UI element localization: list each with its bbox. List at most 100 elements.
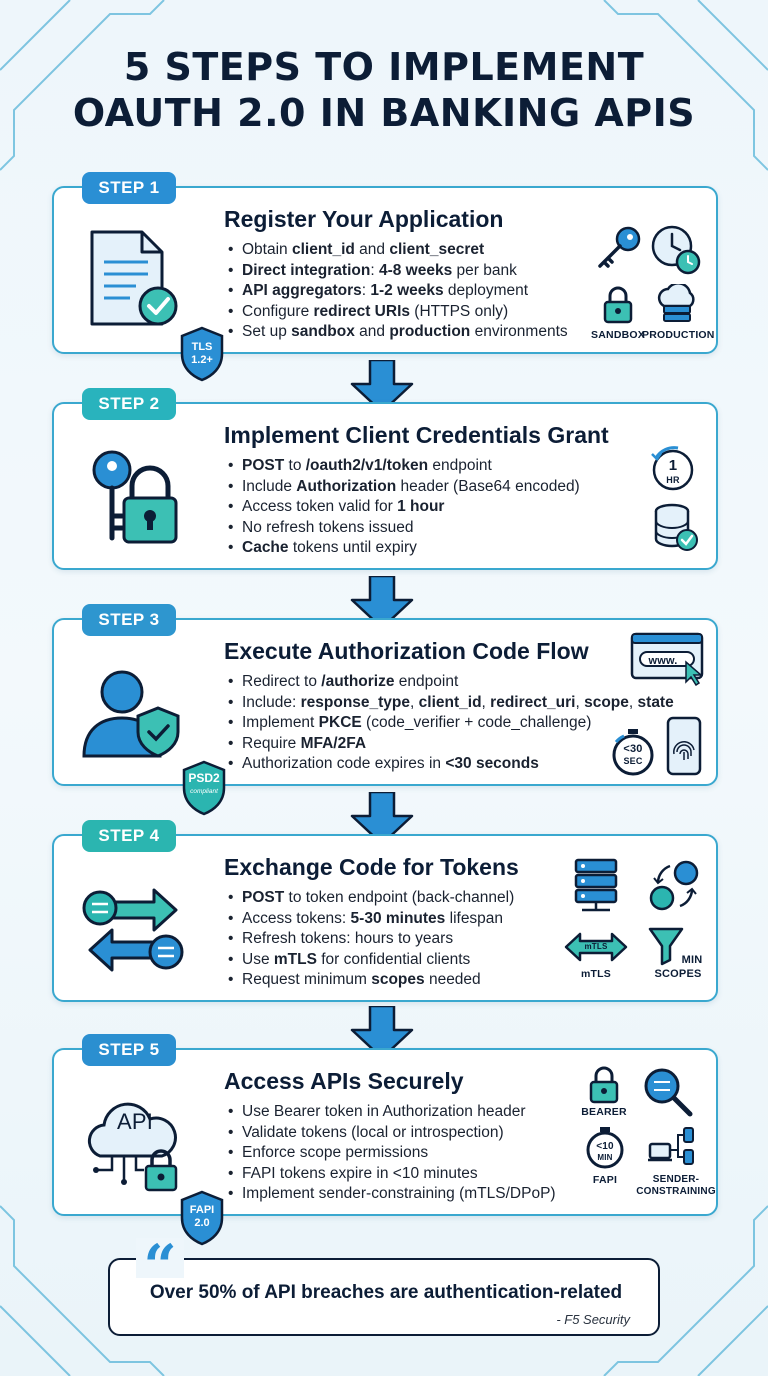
stopwatch-value: <30 bbox=[623, 743, 643, 755]
bullet-item: Validate tokens (local or introspection) bbox=[226, 1123, 556, 1144]
bullet-item: Refresh tokens: hours to years bbox=[226, 929, 514, 950]
production-label: PRODUCTION bbox=[642, 329, 715, 341]
api-cloud-lock-icon bbox=[87, 1102, 178, 1192]
quote-box: Over 50% of API breaches are authenticat… bbox=[108, 1258, 660, 1336]
step-5-bullets: Use Bearer token in Authorization header… bbox=[226, 1102, 556, 1205]
fapi-timer-icon bbox=[586, 1127, 624, 1169]
phone-fingerprint-icon bbox=[666, 716, 702, 776]
fapi-shield-line-2: 2.0 bbox=[194, 1217, 210, 1229]
step-5-title: Access APIs Securely bbox=[224, 1068, 464, 1094]
bullet-item: Include Authorization header (Base64 enc… bbox=[226, 477, 580, 498]
step-4-bullets: POST to token endpoint (back-channel)Acc… bbox=[226, 888, 514, 991]
bullet-item: Request minimum scopes needed bbox=[226, 970, 514, 991]
step-3-bullets: Redirect to /authorize endpointInclude: … bbox=[226, 672, 674, 775]
device-links-icon bbox=[648, 1127, 694, 1165]
down-arrow-icon bbox=[350, 360, 414, 414]
bullet-item: Direct integration: 4-8 weeks per bank bbox=[226, 261, 568, 282]
psd2-shield-line-2: compliant bbox=[190, 788, 218, 795]
tls-shield-line-2: 1.2+ bbox=[191, 354, 213, 366]
mtls-arrow-text: mTLS bbox=[584, 942, 608, 951]
bullet-item: Authorization code expires in <30 second… bbox=[226, 754, 674, 775]
step-2-badge: STEP 2 bbox=[82, 388, 176, 420]
fapi-timer-unit: MIN bbox=[597, 1153, 613, 1162]
quote-source: - F5 Security bbox=[556, 1312, 630, 1327]
scopes-label: SCOPES bbox=[654, 968, 702, 980]
timer-refresh-icon bbox=[651, 446, 694, 491]
stopwatch-unit: SEC bbox=[623, 756, 643, 766]
magnifier-icon bbox=[644, 1068, 693, 1117]
sender-label-line-2: CONSTRAINING bbox=[636, 1186, 716, 1197]
step-4-card: STEP 4 Exchange Code for Tokens POST to … bbox=[52, 820, 718, 1002]
step-1-card: STEP 1 Register Your Application Obtain … bbox=[52, 172, 718, 354]
bearer-label: BEARER bbox=[581, 1106, 627, 1118]
bullet-item: Require MFA/2FA bbox=[226, 734, 674, 755]
mtls-double-arrow-icon bbox=[564, 932, 628, 962]
document-check-icon bbox=[90, 230, 178, 326]
step-1-badge: STEP 1 bbox=[82, 172, 176, 204]
bullet-item: API aggregators: 1-2 weeks deployment bbox=[226, 281, 568, 302]
fapi-shield-icon bbox=[180, 1190, 224, 1246]
bullet-item: Access tokens: 5-30 minutes lifespan bbox=[226, 909, 514, 930]
fapi-shield-label: FAPI 2.0 bbox=[178, 1204, 226, 1230]
api-cloud-text: API bbox=[116, 1109, 154, 1134]
database-check-icon bbox=[654, 503, 698, 551]
step-3-card: STEP 3 Execute Authorization Code Flow R… bbox=[52, 604, 718, 786]
key-icon bbox=[598, 226, 641, 268]
quote-text: Over 50% of API breaches are authenticat… bbox=[149, 1282, 623, 1303]
bullet-item: Use mTLS for confidential clients bbox=[226, 950, 514, 971]
bullet-item: No refresh tokens issued bbox=[226, 518, 580, 539]
fapi-shield-line-1: FAPI bbox=[189, 1204, 215, 1216]
fapi-timer-value: <10 bbox=[596, 1141, 614, 1152]
step-5-card: STEP 5 API Access APIs Securely Use Bear… bbox=[52, 1034, 720, 1216]
tls-shield-label: TLS 1.2+ bbox=[178, 341, 226, 367]
bullet-item: Redirect to /authorize endpoint bbox=[226, 672, 674, 693]
psd2-shield-label: PSD2 compliant bbox=[180, 772, 228, 798]
sandbox-lock-icon bbox=[603, 286, 633, 324]
bullet-item: Configure redirect URIs (HTTPS only) bbox=[226, 302, 568, 323]
bullet-item: Use Bearer token in Authorization header bbox=[226, 1102, 556, 1123]
bullet-item: POST to token endpoint (back-channel) bbox=[226, 888, 514, 909]
step-2-bullets: POST to /oauth2/v1/token endpointInclude… bbox=[226, 456, 580, 559]
bullet-item: Obtain client_id and client_secret bbox=[226, 240, 568, 261]
step-3-badge: STEP 3 bbox=[82, 604, 176, 636]
user-shield-icon bbox=[82, 670, 180, 758]
browser-url-text: www. bbox=[648, 655, 678, 667]
clock-icon bbox=[651, 225, 701, 275]
bullet-item: Include: response_type, client_id, redir… bbox=[226, 693, 674, 714]
bullet-item: Set up sandbox and production environmen… bbox=[226, 322, 568, 343]
tls-shield-line-1: TLS bbox=[191, 341, 213, 353]
bearer-lock-icon bbox=[589, 1066, 619, 1104]
bullet-item: Implement sender-constraining (mTLS/DPoP… bbox=[226, 1184, 556, 1205]
page-title: 5 STEPS TO IMPLEMENT OAUTH 2.0 IN BANKIN… bbox=[0, 44, 768, 136]
sender-constraining-label: SENDER- CONSTRAINING bbox=[632, 1174, 720, 1198]
step-5-badge: STEP 5 bbox=[82, 1034, 176, 1066]
timer-hours-value: 1 bbox=[668, 457, 678, 474]
browser-window-icon bbox=[630, 632, 704, 686]
step-2-card: STEP 2 Implement Client Credentials Gran… bbox=[52, 388, 718, 570]
bullet-item: Implement PKCE (code_verifier + code_cha… bbox=[226, 713, 674, 734]
bullet-item: FAPI tokens expire in <10 minutes bbox=[226, 1164, 556, 1185]
server-rack-icon bbox=[574, 858, 618, 912]
step-1-bullets: Obtain client_id and client_secretDirect… bbox=[226, 240, 568, 343]
sender-label-line-1: SENDER- bbox=[652, 1174, 700, 1185]
min-label: MIN bbox=[681, 954, 703, 966]
bullet-item: Enforce scope permissions bbox=[226, 1143, 556, 1164]
tls-shield-icon bbox=[180, 326, 224, 382]
step-4-title: Exchange Code for Tokens bbox=[224, 854, 519, 880]
bullet-item: Cache tokens until expiry bbox=[226, 538, 580, 559]
step-4-badge: STEP 4 bbox=[82, 820, 176, 852]
timer-hours-unit: HR bbox=[666, 475, 680, 485]
mtls-label: mTLS bbox=[581, 968, 611, 980]
down-arrow-icon bbox=[350, 1006, 414, 1060]
psd2-shield-icon bbox=[182, 760, 226, 816]
title-line-2: OAUTH 2.0 IN BANKING APIS bbox=[72, 91, 696, 135]
cloud-server-icon bbox=[657, 284, 695, 322]
filter-funnel-icon bbox=[648, 927, 684, 966]
step-2-title: Implement Client Credentials Grant bbox=[224, 422, 609, 448]
fapi-label: FAPI bbox=[592, 1174, 618, 1186]
exchange-arrows-icon bbox=[82, 888, 184, 972]
step-1-title: Register Your Application bbox=[224, 206, 504, 232]
title-line-1: 5 STEPS TO IMPLEMENT bbox=[123, 45, 645, 89]
sandbox-label: SANDBOX bbox=[591, 329, 645, 341]
